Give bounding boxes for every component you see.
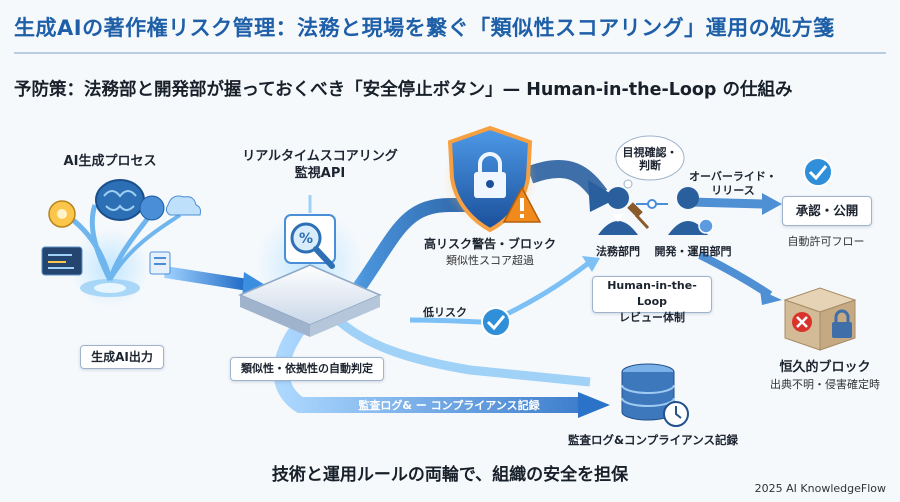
- audit-arrow-label: 監査ログ& ー コンプライアンス記録: [358, 399, 540, 412]
- ai-process-icon: [41, 179, 201, 308]
- credit-text: 2025 AI KnowledgeFlow: [754, 482, 886, 495]
- override-line2: リリース: [711, 184, 755, 197]
- audit-db-label: 監査ログ&コンプライアンス記録: [568, 433, 738, 447]
- flow-arrow-process-to-api: [164, 266, 249, 291]
- low-risk-check-icon: [481, 307, 511, 337]
- footer-tagline: 技術と運用ルールの両輪で、組織の安全を担保: [271, 465, 629, 485]
- hitl-review-box: Human-in-the-Loop レビュー体制: [592, 276, 712, 324]
- page-subtitle: 予防策：法務部と開発部が握っておくべき「安全停止ボタン」— Human-in-t…: [14, 80, 793, 100]
- approve-check-icon: [803, 157, 833, 187]
- legal-department-icon: [598, 187, 638, 235]
- ai-output-label: 生成AI出力: [80, 345, 164, 369]
- thought-bubble: [615, 135, 685, 189]
- ops-label: 開発・運用部門: [654, 245, 732, 258]
- high-risk-sub: 類似性スコア超過: [446, 254, 534, 267]
- audit-database-icon: [621, 363, 689, 427]
- permanent-block-sub: 出典不明・侵害確定時: [770, 378, 880, 391]
- api-title: リアルタイムスコアリング 監視API: [230, 148, 410, 182]
- ops-department-icon: [668, 187, 714, 235]
- review-bubble-line1: 目視確認・: [622, 146, 678, 159]
- auto-judge-label: 類似性・依拠性の自動判定: [230, 357, 384, 381]
- title-divider: [14, 52, 886, 54]
- flow-arrow-low-risk: [409, 317, 486, 325]
- override-label: オーバーライド・ リリース: [688, 170, 778, 198]
- review-bubble-text: 目視確認・ 判断: [618, 146, 682, 172]
- page-title: 生成AIの著作権リスク管理：法務と現場を繋ぐ「類似性スコアリング」運用の処方箋: [14, 16, 835, 40]
- warning-icon: [502, 186, 542, 223]
- hitl-box-line1: Human-in-the-Loop: [607, 279, 697, 308]
- approve-publish-box: 承認・公開: [782, 196, 872, 226]
- permanent-block-icon: [783, 287, 857, 351]
- legal-label: 法務部門: [596, 245, 640, 258]
- hitl-box-line2: レビュー体制: [619, 311, 685, 324]
- flow-arrow-lower-stream: [326, 308, 591, 387]
- approve-sub: 自動許可フロー: [787, 235, 865, 248]
- svg-text:%: %: [299, 231, 313, 247]
- api-title-line1: リアルタイムスコアリング: [242, 149, 398, 164]
- override-line1: オーバーライド・: [689, 170, 777, 183]
- permanent-block-label: 恒久的ブロック: [779, 360, 871, 375]
- gavel-icon: [627, 202, 650, 230]
- flow-arrow-override: [689, 197, 766, 209]
- toggle-link-icon: [636, 199, 668, 209]
- review-bubble-line2: 判断: [639, 159, 661, 172]
- flow-arrow-to-block: [698, 251, 773, 299]
- high-risk-label: 高リスク警告・ブロック: [423, 237, 556, 251]
- flow-arrow-low-risk-to-review: [503, 260, 592, 318]
- low-risk-label: 低リスク: [423, 306, 467, 319]
- flow-arrow-to-high-risk: [343, 198, 477, 307]
- scoring-api-icon: %: [238, 195, 382, 337]
- ai-process-title: AI生成プロセス: [63, 154, 157, 169]
- api-title-line2: 監視API: [294, 166, 346, 181]
